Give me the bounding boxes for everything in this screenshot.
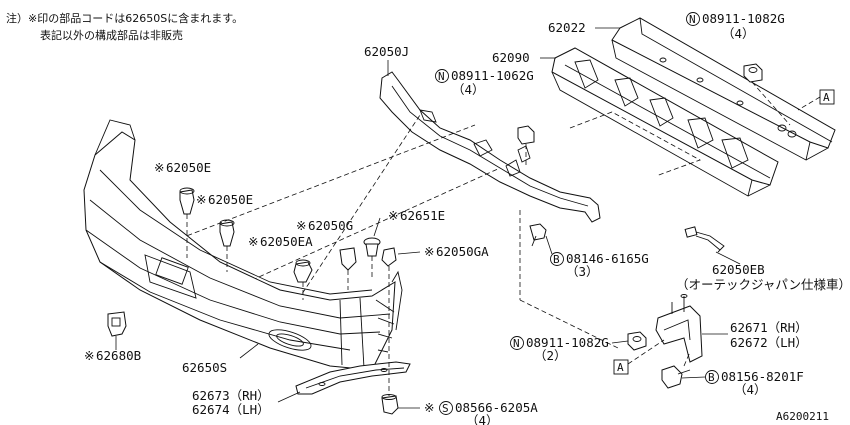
marker-b-08156: B xyxy=(708,371,715,384)
note-line-1: 注）※印の部品コードは62650Sに含まれます。 xyxy=(6,11,243,25)
star-62050e-b: ※ xyxy=(196,192,206,207)
boxed-a-reference-icon-low xyxy=(613,359,629,375)
label-08156-8201f: 08156-8201F xyxy=(721,369,804,384)
qty-08156-8201f: （4） xyxy=(734,382,767,397)
marker-n-mid: N xyxy=(438,70,445,83)
reinforcement-beam-62022 xyxy=(611,17,836,161)
clip-62050g xyxy=(339,247,357,271)
nut-08911-1062g xyxy=(517,125,535,145)
label-08911-1082g-low: 08911-1082G xyxy=(526,335,609,350)
ref-a-top: A xyxy=(823,91,830,104)
label-62671: 62671（RH） xyxy=(730,320,808,335)
marker-n-top: N xyxy=(689,13,696,26)
qty-08146-6165g: （3） xyxy=(566,264,599,279)
star-62050ea: ※ xyxy=(248,234,258,249)
label-62672: 62672（LH） xyxy=(730,335,808,350)
clip-62050ga xyxy=(381,247,397,267)
clip-62050e-a xyxy=(179,187,195,215)
label-62022: 62022 xyxy=(548,20,586,35)
label-62050ga: 62050GA xyxy=(436,244,489,259)
clip-62050ea xyxy=(293,259,313,283)
label-62050j: 62050J xyxy=(364,44,409,59)
harness-62050eb xyxy=(684,226,725,253)
star-62050g: ※ xyxy=(296,218,306,233)
note-62050eb: （オーテックジャパン仕様車） xyxy=(676,277,850,292)
screw-08566-6205a xyxy=(381,394,399,415)
note-line-2: 表記以外の構成部品は非販売 xyxy=(40,28,183,42)
bracket-62671-62672 xyxy=(655,294,703,363)
circle-s-icon xyxy=(439,401,453,415)
label-62050e-a: 62050E xyxy=(166,160,211,175)
ref-a-low: A xyxy=(617,361,624,374)
label-62650s: 62650S xyxy=(182,360,227,375)
marker-s-08566: S xyxy=(442,402,449,415)
bumper-fascia-62650s xyxy=(83,119,403,371)
bolt-08156-8201f xyxy=(661,365,691,389)
star-08566: ※ xyxy=(424,400,434,415)
label-08911-1082g-top: 08911-1082G xyxy=(702,11,785,26)
clip-62651e xyxy=(363,237,381,257)
label-62050ea: 62050EA xyxy=(260,234,313,249)
label-62674: 62674（LH） xyxy=(192,402,270,417)
qty-08911-1082g-low: （2） xyxy=(534,348,567,363)
circle-b-icon xyxy=(705,370,719,384)
energy-absorber-62090 xyxy=(551,47,779,197)
qty-08911-1082g-top: （4） xyxy=(722,26,755,41)
label-62673: 62673（RH） xyxy=(192,388,270,403)
circle-b-icon xyxy=(550,252,564,266)
circle-n-icon xyxy=(510,336,524,350)
label-62680b: 62680B xyxy=(96,348,141,363)
star-62680b: ※ xyxy=(84,348,94,363)
label-08566-6205a: 08566-6205A xyxy=(455,400,538,415)
marker-b-08146: B xyxy=(553,253,560,266)
lower-bracket-62673-62674 xyxy=(295,361,411,395)
label-62050g: 62050G xyxy=(308,218,353,233)
star-62050e-a: ※ xyxy=(154,160,164,175)
label-08911-1062g: 08911-1062G xyxy=(451,68,534,83)
star-62050ga: ※ xyxy=(424,244,434,259)
clip-62680b xyxy=(107,311,127,337)
upper-retainer-62050j xyxy=(379,71,601,223)
label-62050e-b: 62050E xyxy=(208,192,253,207)
star-62651e: ※ xyxy=(388,208,398,223)
nut-08911-1082g-low xyxy=(627,331,647,351)
nut-08911-1082g-top xyxy=(743,63,763,83)
clip-62050e-b xyxy=(219,219,235,247)
label-62050eb: 62050EB xyxy=(712,262,765,277)
label-62090: 62090 xyxy=(492,50,530,65)
circle-n-icon xyxy=(435,69,449,83)
circle-n-icon xyxy=(686,12,700,26)
bolt-08146-6165g xyxy=(529,223,547,247)
label-62651e: 62651E xyxy=(400,208,445,223)
figure-code: A6200211 xyxy=(776,410,829,423)
label-08146-6165g: 08146-6165G xyxy=(566,251,649,266)
marker-n-low: N xyxy=(513,337,520,350)
qty-08911-1062g: （4） xyxy=(452,82,485,97)
qty-08566-6205a: （4） xyxy=(466,413,499,425)
